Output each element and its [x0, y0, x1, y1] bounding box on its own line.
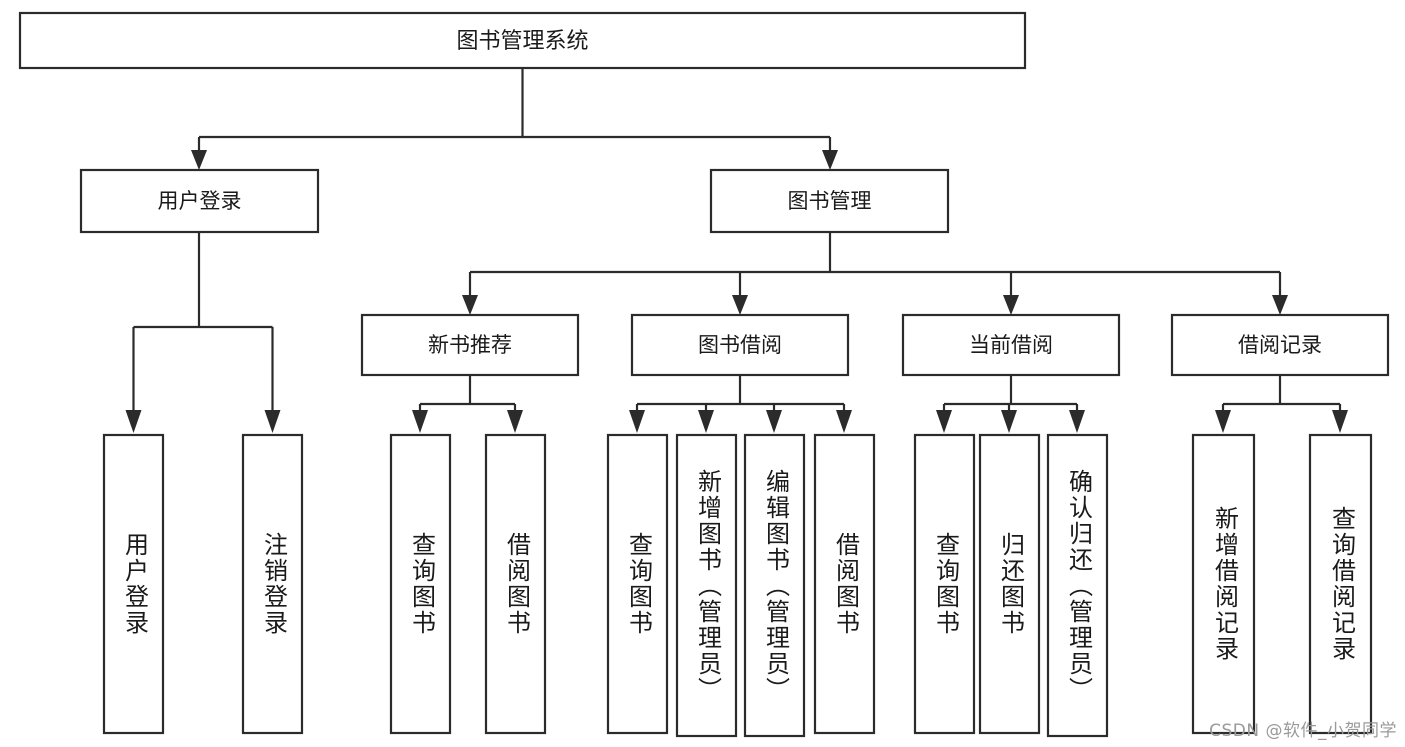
arrow-head-leaf-confirm-return: [1069, 410, 1085, 433]
node-root[interactable]: 图书管理系统: [18, 11, 1027, 70]
node-leaf-add-book-box[interactable]: [675, 433, 738, 738]
arrow-head-book-manage: [822, 150, 838, 170]
connectors-group: [125, 68, 1348, 433]
leaf-boxes-group: [102, 433, 1373, 738]
node-borrow-record-box[interactable]: [1170, 313, 1390, 377]
arrow-head-leaf-query-record: [1332, 410, 1348, 433]
arrow-head-leaf-query-book-2: [629, 410, 645, 433]
csdn-watermark: CSDN @软件_小贺同学: [1209, 721, 1397, 741]
arrow-head-current-borrow: [1003, 295, 1019, 315]
node-book-borrow-label: 图书借阅: [698, 333, 782, 357]
node-new-book-recommend-label: 新书推荐: [428, 333, 512, 357]
node-new-book-recommend-box[interactable]: [360, 313, 580, 377]
node-leaf-add-record-box[interactable]: [1191, 433, 1256, 735]
node-book-borrow[interactable]: 图书借阅: [630, 313, 850, 377]
node-book-borrow-box[interactable]: [630, 313, 850, 377]
node-book-manage-box[interactable]: [709, 168, 950, 234]
node-borrow-record-label: 借阅记录: [1238, 333, 1322, 357]
node-leaf-logout-box[interactable]: [241, 433, 304, 735]
node-current-borrow-label: 当前借阅: [969, 333, 1053, 357]
node-user-login[interactable]: 用户登录: [79, 168, 320, 234]
node-current-borrow-box[interactable]: [901, 313, 1121, 377]
arrow-head-leaf-user-login: [125, 410, 142, 433]
arrow-head-leaf-edit-book: [766, 410, 782, 433]
arrow-head-borrow-record: [1272, 295, 1288, 315]
arrow-head-leaf-query-book-3: [936, 410, 952, 433]
arrow-head-book-borrow: [732, 295, 748, 315]
node-book-manage[interactable]: 图书管理: [709, 168, 950, 234]
arrow-head-leaf-borrow-book-1: [507, 410, 523, 433]
arrow-head-new-book-recommend: [462, 295, 478, 315]
node-book-manage-label: 图书管理: [788, 189, 872, 213]
node-user-login-box[interactable]: [79, 168, 320, 234]
arrow-head-leaf-return-book: [1001, 410, 1017, 433]
node-leaf-query-book-3-box[interactable]: [913, 433, 976, 735]
node-leaf-query-book-1-box[interactable]: [389, 433, 452, 735]
node-root-label: 图书管理系统: [456, 29, 588, 54]
arrow-head-user-login: [191, 150, 207, 170]
node-borrow-record[interactable]: 借阅记录: [1170, 313, 1390, 377]
node-leaf-user-login-box[interactable]: [102, 433, 165, 735]
arrow-head-leaf-add-book: [698, 410, 714, 433]
arrow-head-leaf-logout: [264, 410, 281, 433]
node-leaf-borrow-book-1-box[interactable]: [484, 433, 547, 735]
arrow-head-leaf-query-book-1: [412, 410, 428, 433]
node-current-borrow[interactable]: 当前借阅: [901, 313, 1121, 377]
node-root-box[interactable]: [18, 11, 1027, 70]
arrow-head-leaf-borrow-book-2: [836, 410, 852, 433]
node-leaf-return-book-box[interactable]: [978, 433, 1041, 735]
node-leaf-edit-book-box[interactable]: [743, 433, 806, 738]
arrow-head-leaf-add-record: [1215, 410, 1231, 433]
node-user-login-label: 用户登录: [158, 189, 242, 213]
node-new-book-recommend[interactable]: 新书推荐: [360, 313, 580, 377]
node-leaf-borrow-book-2-box[interactable]: [813, 433, 876, 735]
node-leaf-query-record-box[interactable]: [1308, 433, 1373, 735]
node-leaf-confirm-return-box[interactable]: [1046, 433, 1109, 738]
node-leaf-query-book-2-box[interactable]: [606, 433, 669, 735]
